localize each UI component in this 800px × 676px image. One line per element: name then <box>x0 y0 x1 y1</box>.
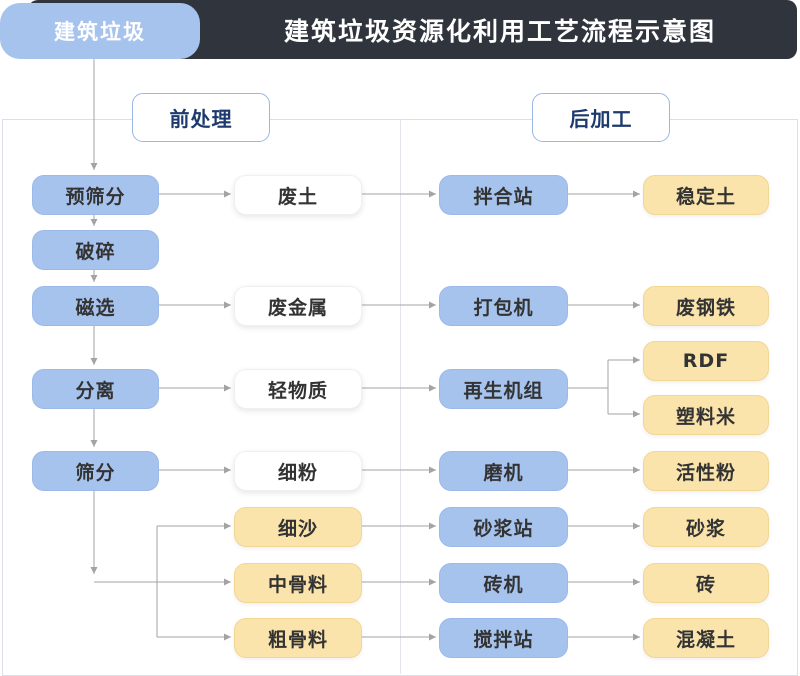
node-medium-aggregate: 中骨料 <box>234 563 362 603</box>
page-title: 建筑垃圾资源化利用工艺流程示意图 <box>283 16 716 46</box>
section-label-preprocessing: 前处理 <box>132 93 270 142</box>
node-brick: 砖 <box>643 563 769 603</box>
node-active-powder: 活性粉 <box>643 451 769 491</box>
node-mixing-station: 拌合站 <box>439 175 568 215</box>
node-crushing: 破碎 <box>32 230 159 270</box>
node-waste-soil: 废土 <box>234 175 362 215</box>
node-mortar-station: 砂浆站 <box>439 507 568 547</box>
node-fine-sand: 细沙 <box>234 507 362 547</box>
node-screening: 筛分 <box>32 451 159 491</box>
node-light-material: 轻物质 <box>234 369 362 409</box>
node-regeneration-unit: 再生机组 <box>439 369 568 409</box>
node-rdf: RDF <box>643 341 769 381</box>
node-mortar: 砂浆 <box>643 507 769 547</box>
node-magnetic-separation: 磁选 <box>32 286 159 326</box>
node-coarse-aggregate: 粗骨料 <box>234 618 362 658</box>
node-separation: 分离 <box>32 369 159 409</box>
section-divider <box>400 119 401 674</box>
node-fine-powder: 细粉 <box>234 451 362 491</box>
node-plastic-pellets: 塑料米 <box>643 395 769 435</box>
node-waste-metal: 废金属 <box>234 286 362 326</box>
node-agitation-station: 搅拌站 <box>439 618 568 658</box>
node-mill: 磨机 <box>439 451 568 491</box>
source-badge: 建筑垃圾 <box>0 3 200 59</box>
node-baler: 打包机 <box>439 286 568 326</box>
node-pre-screening: 预筛分 <box>32 175 159 215</box>
node-stabilized-soil: 稳定土 <box>643 175 769 215</box>
section-label-postprocessing: 后加工 <box>532 93 670 142</box>
node-scrap-steel: 废钢铁 <box>643 286 769 326</box>
node-brick-machine: 砖机 <box>439 563 568 603</box>
node-concrete: 混凝土 <box>643 618 769 658</box>
